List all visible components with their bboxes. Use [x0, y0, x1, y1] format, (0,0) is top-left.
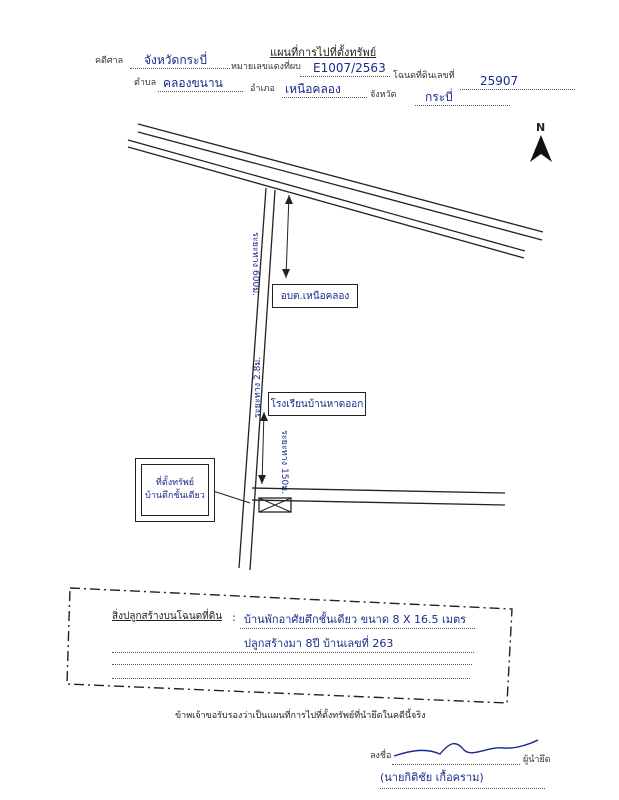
landmark-sub-district-office: อบต.เหนือคลอง — [272, 284, 358, 308]
distance-arrow-mid — [261, 411, 265, 485]
summary-frame — [66, 587, 513, 704]
property-callout: ที่ตั้งทรัพย์ บ้านตึกชั้นเดียว — [135, 458, 215, 522]
district-value: เหนือคลอง — [285, 82, 341, 96]
main-road-edge-4 — [127, 146, 525, 259]
court-label: คดีศาล — [95, 56, 124, 66]
province-underline — [415, 105, 510, 106]
property-plot-hatch-2 — [258, 497, 292, 513]
province-value: กระบี่ — [425, 90, 453, 104]
main-road-edge-1 — [137, 123, 544, 233]
property-plot — [258, 497, 292, 513]
summary-label: สิ่งปลูกสร้างบนโฉนดที่ดิน — [112, 611, 223, 622]
road-width-label: ระยะทาง 2.8ม. — [253, 356, 263, 418]
side-road-right-edge — [249, 189, 276, 571]
deed-underline — [460, 89, 575, 90]
property-callout-inner: ที่ตั้งทรัพย์ บ้านตึกชั้นเดียว — [141, 464, 209, 516]
distance-arrowhead-mid-bottom — [258, 475, 266, 484]
subdistrict-underline — [158, 91, 243, 92]
sign-label: ลงชื่อ — [370, 751, 392, 761]
signature-mark — [393, 739, 539, 757]
landmark-school-label: โรงเรียนบ้านหาดออก — [270, 398, 364, 410]
certify-text: ข้าพเจ้าขอรับรองว่าเป็นแผนที่การไปที่ตั้… — [175, 711, 426, 721]
summary-line-1-underline — [240, 628, 475, 629]
court-underline — [130, 68, 230, 69]
court-value: จังหวัดกระบี่ — [144, 53, 208, 67]
case-no-value: E1007/2563 — [313, 61, 386, 75]
sign-underline — [392, 764, 520, 765]
subdistrict-value: คลองขนาน — [163, 76, 223, 90]
summary-line-2: ปลูกสร้างมา 8ปี บ้านเลขที่ 263 — [244, 637, 394, 650]
distance-arrowhead-bottom — [282, 269, 290, 278]
sign-role: ผู้นำยึด — [523, 755, 551, 765]
landmark-sub-district-office-label: อบต.เหนือคลอง — [280, 290, 350, 302]
property-callout-line1: ที่ตั้งทรัพย์ — [155, 477, 195, 488]
main-road-edge-3 — [127, 139, 526, 252]
branch-road-bottom — [251, 499, 506, 506]
summary-line-3-underline — [112, 664, 472, 665]
subdistrict-label: ตำบล — [134, 78, 157, 88]
summary-line-1: บ้านพักอาศัยตึกชั้นเดียว ขนาด 8 X 16.5 เ… — [244, 613, 467, 626]
property-pointer — [209, 489, 251, 504]
district-underline — [282, 97, 367, 98]
distance-label-top: ระยะทาง 600ม. — [250, 232, 260, 296]
map-title: แผนที่การไปที่ตั้งทรัพย์ — [270, 46, 377, 59]
case-no-underline — [300, 76, 390, 77]
distance-label-mid: ระยะทาง 150ม. — [279, 430, 289, 494]
deed-label: โฉนดที่ดินเลขที่ — [393, 71, 455, 81]
summary-line-4-underline — [112, 678, 470, 679]
landmark-school: โรงเรียนบ้านหาดออก — [268, 392, 366, 416]
north-label: N — [536, 121, 546, 134]
main-road-edge-2 — [137, 131, 543, 241]
north-arrow-icon — [530, 135, 552, 162]
distance-arrow-top — [285, 194, 290, 279]
signer-name-underline — [380, 788, 545, 789]
district-label: อำเภอ — [250, 84, 275, 94]
branch-road-top — [251, 487, 506, 494]
deed-value: 25907 — [480, 74, 519, 88]
side-road-left-edge — [238, 187, 267, 569]
distance-arrowhead-mid-top — [260, 412, 268, 421]
case-no-label: หมายเลขแดงที่ผบ — [231, 62, 301, 72]
province-label: จังหวัด — [370, 90, 397, 100]
signer-name: (นายกิติชัย เกื้อคราม) — [380, 771, 484, 784]
summary-colon: : — [232, 611, 236, 624]
summary-line-2-underline — [112, 652, 474, 653]
distance-arrowhead-top — [285, 195, 293, 204]
property-callout-line2: บ้านตึกชั้นเดียว — [145, 491, 205, 501]
